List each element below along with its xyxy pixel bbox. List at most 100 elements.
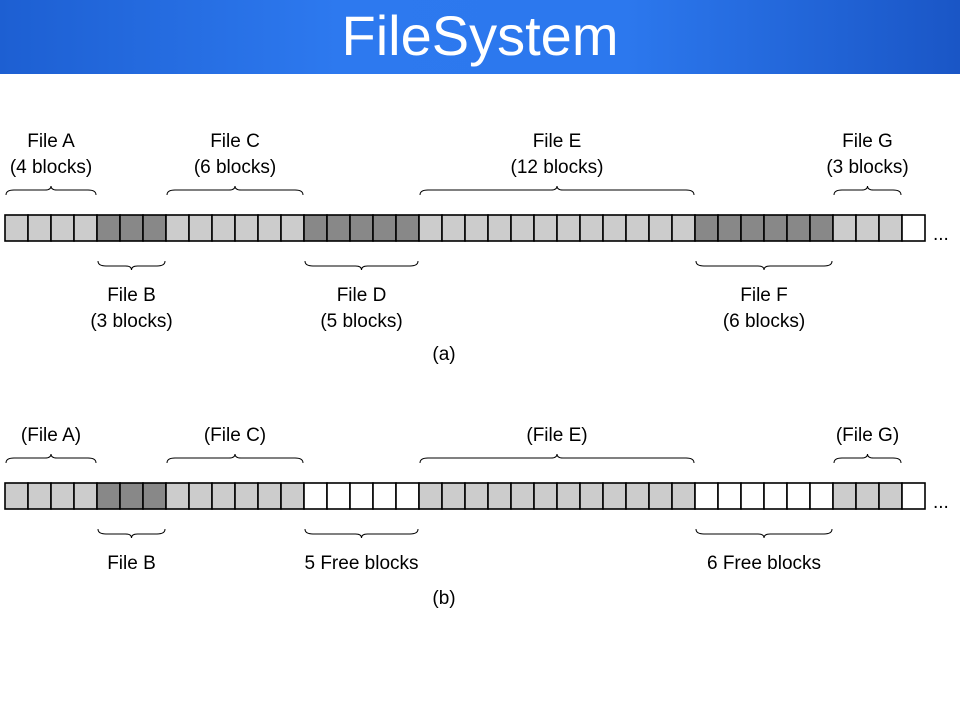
block-a-2 (50, 214, 75, 242)
block-a-27 (625, 214, 650, 242)
block-b-6 (142, 482, 167, 510)
block-b-15 (349, 482, 374, 510)
block-b-26 (602, 482, 627, 510)
block-a-9 (211, 214, 236, 242)
block-b-7 (165, 482, 190, 510)
brace-a-0 (5, 185, 97, 196)
block-a-34 (786, 214, 811, 242)
block-b-8 (188, 482, 213, 510)
block-a-13 (303, 214, 328, 242)
block-b-25 (579, 482, 604, 510)
block-b-35 (809, 482, 834, 510)
label-a-6-0: File G (842, 131, 893, 152)
block-a-25 (579, 214, 604, 242)
block-b-16 (372, 482, 397, 510)
page-title: FileSystem (341, 4, 619, 67)
block-a-28 (648, 214, 673, 242)
block-a-1 (27, 214, 52, 242)
block-a-37 (855, 214, 880, 242)
label-a-5-1: (6 blocks) (723, 311, 805, 332)
label-a-4-1: (12 blocks) (511, 157, 604, 178)
block-a-38 (878, 214, 903, 242)
block-a-12 (280, 214, 305, 242)
block-a-31 (717, 214, 742, 242)
label-a-5-0: File F (740, 285, 788, 306)
block-a-18 (418, 214, 443, 242)
brace-a-6 (833, 185, 902, 196)
brace-b-1 (97, 528, 166, 539)
label-b-2-0: (File C) (204, 425, 266, 446)
label-a-1-1: (3 blocks) (90, 311, 172, 332)
label-a-0-0: File A (27, 131, 75, 152)
block-a-3 (73, 214, 98, 242)
caption-b: (b) (432, 588, 455, 609)
block-b-38 (878, 482, 903, 510)
label-b-4-0: (File E) (526, 425, 587, 446)
brace-b-0 (5, 453, 97, 464)
block-b-29 (671, 482, 696, 510)
block-b-23 (533, 482, 558, 510)
block-a-20 (464, 214, 489, 242)
brace-a-1 (97, 260, 166, 271)
label-a-6-1: (3 blocks) (826, 157, 908, 178)
block-b-34 (786, 482, 811, 510)
block-b-14 (326, 482, 351, 510)
block-a-39 (901, 214, 926, 242)
block-a-8 (188, 214, 213, 242)
block-b-4 (96, 482, 121, 510)
brace-a-5 (695, 260, 833, 271)
title-bar: FileSystem (0, 0, 960, 74)
label-a-2-0: File C (210, 131, 260, 152)
label-a-3-0: File D (337, 285, 387, 306)
block-b-37 (855, 482, 880, 510)
block-a-14 (326, 214, 351, 242)
block-b-18 (418, 482, 443, 510)
brace-a-3 (304, 260, 419, 271)
block-a-22 (510, 214, 535, 242)
block-b-27 (625, 482, 650, 510)
block-b-2 (50, 482, 75, 510)
block-a-21 (487, 214, 512, 242)
block-b-12 (280, 482, 305, 510)
block-a-15 (349, 214, 374, 242)
block-b-31 (717, 482, 742, 510)
block-b-3 (73, 482, 98, 510)
block-a-32 (740, 214, 765, 242)
block-a-0 (4, 214, 29, 242)
block-b-28 (648, 482, 673, 510)
label-b-3-0: 5 Free blocks (304, 553, 418, 574)
label-b-0-0: (File A) (21, 425, 81, 446)
block-a-23 (533, 214, 558, 242)
block-b-32 (740, 482, 765, 510)
block-b-9 (211, 482, 236, 510)
block-a-33 (763, 214, 788, 242)
block-a-7 (165, 214, 190, 242)
block-a-24 (556, 214, 581, 242)
block-a-29 (671, 214, 696, 242)
label-b-6-0: (File G) (836, 425, 899, 446)
block-b-13 (303, 482, 328, 510)
block-b-33 (763, 482, 788, 510)
block-b-17 (395, 482, 420, 510)
brace-b-2 (166, 453, 304, 464)
brace-b-5 (695, 528, 833, 539)
block-a-10 (234, 214, 259, 242)
block-a-35 (809, 214, 834, 242)
block-b-20 (464, 482, 489, 510)
block-a-30 (694, 214, 719, 242)
block-b-11 (257, 482, 282, 510)
block-a-17 (395, 214, 420, 242)
block-b-10 (234, 482, 259, 510)
caption-a: (a) (432, 344, 455, 365)
block-a-36 (832, 214, 857, 242)
block-b-5 (119, 482, 144, 510)
block-a-5 (119, 214, 144, 242)
label-a-2-1: (6 blocks) (194, 157, 276, 178)
label-a-4-0: File E (533, 131, 582, 152)
brace-a-4 (419, 185, 695, 196)
block-b-30 (694, 482, 719, 510)
block-a-6 (142, 214, 167, 242)
brace-b-4 (419, 453, 695, 464)
block-b-0 (4, 482, 29, 510)
